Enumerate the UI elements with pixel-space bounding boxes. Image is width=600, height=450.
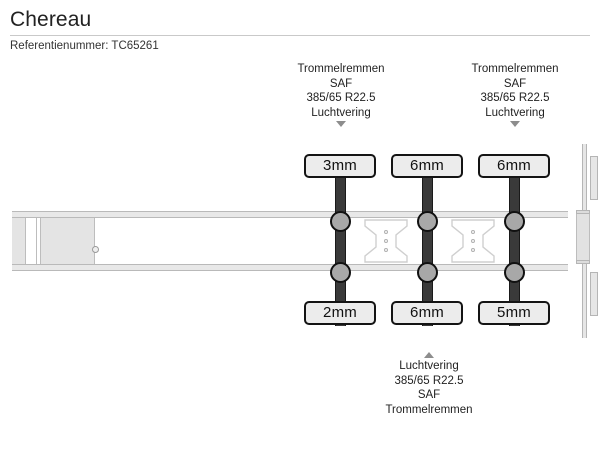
wheel-hub-1-upper xyxy=(330,211,351,232)
callout-line: 385/65 R22.5 xyxy=(480,92,550,105)
callout-line: 385/65 R22.5 xyxy=(394,374,464,387)
hanger-hole xyxy=(471,230,475,234)
callout-line: Trommelremmen xyxy=(385,403,473,416)
tread-badge-axle2-top[interactable]: 6mm xyxy=(391,154,463,178)
axle-bar-3 xyxy=(509,178,520,326)
wheel-hub-3-lower xyxy=(504,262,525,283)
wheel-hub-1-lower xyxy=(330,262,351,283)
callout-line: SAF xyxy=(329,77,353,90)
rear-cap-bottom xyxy=(576,260,590,264)
tread-badge-axle1-bottom[interactable]: 2mm xyxy=(304,301,376,325)
callout-line: Luchtvering xyxy=(399,360,459,372)
page-title: Chereau xyxy=(10,8,92,31)
rear-lamp-bottom xyxy=(590,272,598,316)
callout-line: SAF xyxy=(503,77,527,90)
hanger-hole xyxy=(384,248,388,252)
rear-column xyxy=(576,214,590,260)
tread-badge-axle1-top[interactable]: 3mm xyxy=(304,154,376,178)
wheel-hub-2-upper xyxy=(417,211,438,232)
wheel-hub-2-lower xyxy=(417,262,438,283)
hanger-hole xyxy=(471,239,475,243)
chassis-rail-bottom xyxy=(12,264,568,271)
kingpin-plate xyxy=(40,218,99,264)
hanger-hole xyxy=(384,239,388,243)
arrow-down-icon xyxy=(336,121,346,128)
trailer-chassis xyxy=(12,144,598,338)
axle-bar-2 xyxy=(422,178,433,326)
callout-line: Luchtvering xyxy=(311,106,371,119)
hanger-hole xyxy=(384,230,388,234)
rear-cap-top xyxy=(576,210,590,214)
callout-line: SAF xyxy=(417,389,441,402)
hanger-hole xyxy=(471,248,475,252)
arrow-up-icon xyxy=(424,352,434,358)
tread-badge-axle2-bottom[interactable]: 6mm xyxy=(391,301,463,325)
kingpin-icon xyxy=(92,246,99,253)
front-bumper-plate xyxy=(12,218,26,264)
rear-lamp-top xyxy=(590,156,598,200)
arrow-down-icon xyxy=(510,121,520,128)
rear-end-structure xyxy=(568,144,600,360)
callout-line: Luchtvering xyxy=(485,106,545,119)
tread-badge-axle3-bottom[interactable]: 5mm xyxy=(478,301,550,325)
callout-top-left: Trommelremmen SAF 385/65 R22.5 Luchtveri… xyxy=(230,62,452,128)
callout-top-right: Trommelremmen SAF 385/65 R22.5 Luchtveri… xyxy=(404,62,600,128)
tread-badge-axle3-top[interactable]: 6mm xyxy=(478,154,550,178)
wheel-hub-3-upper xyxy=(504,211,525,232)
reference-number: Referentienummer: TC65261 xyxy=(10,40,159,52)
suspension-hanger xyxy=(364,219,408,263)
callout-bottom: Luchtvering 385/65 R22.5 SAF Trommelremm… xyxy=(318,352,540,417)
axle-bar-1 xyxy=(335,178,346,326)
trailer-diagram: Trommelremmen SAF 385/65 R22.5 Luchtveri… xyxy=(0,56,600,450)
header-divider xyxy=(10,35,590,36)
suspension-hanger xyxy=(451,219,495,263)
page-header: Chereau Referentienummer: TC65261 xyxy=(0,0,600,56)
callout-line: 385/65 R22.5 xyxy=(306,92,376,105)
callout-line: Trommelremmen xyxy=(471,63,559,75)
callout-line: Trommelremmen xyxy=(297,63,385,75)
chassis-rail-top xyxy=(12,211,568,218)
front-divider-line xyxy=(36,218,37,264)
